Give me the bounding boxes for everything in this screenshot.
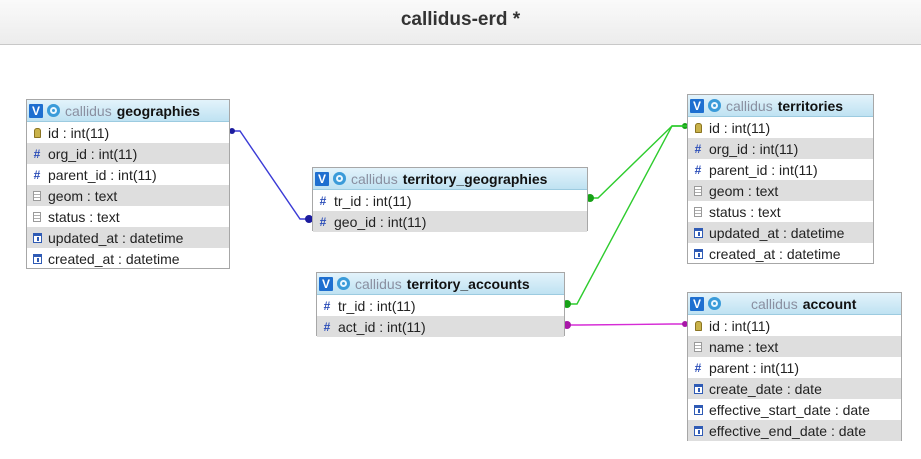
hash-icon: # — [33, 146, 41, 161]
db-name: callidus — [355, 275, 402, 292]
column-row[interactable]: #parent_id : int(11) — [694, 161, 818, 178]
db-name: callidus — [726, 97, 773, 114]
db-name: callidus — [351, 170, 398, 187]
column-row[interactable]: #parent_id : int(11) — [33, 166, 157, 183]
hash-icon: # — [319, 214, 327, 229]
hash-icon: # — [694, 360, 702, 375]
table-header[interactable]: V callidus territory_accounts — [317, 273, 564, 295]
table-header[interactable]: V callidus territories — [688, 95, 873, 117]
column-row[interactable]: id : int(11) — [688, 117, 873, 138]
hash-icon: # — [33, 167, 41, 182]
table-territory-geographies[interactable]: V callidus territory_geographies #tr_id … — [312, 167, 588, 232]
text-icon — [693, 341, 703, 353]
datetime-icon — [693, 383, 703, 395]
toggle-view-icon[interactable]: V — [690, 296, 704, 311]
table-territories[interactable]: V callidus territories id : int(11) #org… — [687, 94, 874, 264]
table-name: geographies — [116, 102, 200, 119]
table-territory-accounts[interactable]: V callidus territory_accounts #tr_id : i… — [316, 272, 565, 337]
hash-icon: # — [323, 298, 331, 313]
toggle-view-icon[interactable]: V — [315, 171, 329, 186]
relation-end-dot — [563, 321, 571, 329]
hash-icon: # — [323, 319, 331, 334]
relation-end-dot — [563, 300, 571, 308]
relation-end-dot — [229, 128, 235, 134]
relation-end-dot — [682, 321, 688, 327]
datetime-icon — [32, 253, 42, 265]
toggle-view-icon[interactable]: V — [690, 98, 704, 113]
table-header[interactable]: V callidus territory_geographies — [313, 168, 587, 190]
key-icon — [32, 127, 42, 139]
datetime-icon — [32, 232, 42, 244]
text-icon — [32, 190, 42, 202]
column-row[interactable]: updated_at : datetime — [688, 222, 873, 243]
toggle-view-icon[interactable]: V — [29, 103, 43, 118]
relation-end-dot — [305, 215, 313, 223]
column-row[interactable]: effective_start_date : date — [688, 399, 901, 420]
column-row[interactable]: #org_id : int(11) — [27, 143, 229, 164]
column-row[interactable]: status : text — [688, 201, 873, 222]
datetime-icon — [693, 227, 703, 239]
gear-icon[interactable] — [337, 277, 350, 290]
column-row[interactable]: geom : text — [27, 185, 229, 206]
relation-account-territory-accounts[interactable] — [565, 323, 687, 326]
table-name: territory_accounts — [406, 275, 530, 292]
hash-icon: # — [694, 141, 702, 156]
column-row[interactable]: #parent : int(11) — [694, 359, 800, 376]
gear-icon[interactable] — [708, 99, 721, 112]
hash-icon: # — [694, 162, 702, 177]
gear-icon[interactable] — [708, 297, 721, 310]
table-header[interactable]: V callidus account — [688, 293, 901, 315]
column-row[interactable]: id : int(11) — [688, 315, 901, 336]
column-row[interactable]: effective_end_date : date — [688, 420, 901, 441]
column-row[interactable]: created_at : datetime — [688, 243, 873, 264]
relation-end-dot — [586, 194, 594, 202]
title-bar: callidus-erd * — [0, 0, 921, 45]
datetime-icon — [693, 248, 703, 260]
table-name: territory_geographies — [402, 170, 548, 187]
relation-geographies-territory-geographies[interactable] — [230, 130, 312, 220]
column-row[interactable]: status : text — [27, 206, 229, 227]
toggle-view-icon[interactable]: V — [319, 276, 333, 291]
db-name: callidus — [65, 102, 112, 119]
column-row[interactable]: updated_at : datetime — [27, 227, 229, 248]
text-icon — [32, 211, 42, 223]
text-icon — [693, 206, 703, 218]
key-icon — [693, 320, 703, 332]
column-row[interactable]: #tr_id : int(11) — [323, 297, 416, 314]
column-row[interactable]: id : int(11) — [27, 122, 229, 143]
key-icon — [693, 122, 703, 134]
column-row[interactable]: #tr_id : int(11) — [319, 192, 412, 209]
column-row[interactable]: create_date : date — [688, 378, 901, 399]
table-geographies[interactable]: V callidus geographies id : int(11) #org… — [26, 99, 230, 269]
table-header[interactable]: V callidus geographies — [27, 100, 229, 122]
column-row[interactable]: created_at : datetime — [27, 248, 229, 269]
table-account[interactable]: V callidus account id : int(11) name : t… — [687, 292, 902, 441]
column-row[interactable]: geom : text — [688, 180, 873, 201]
text-icon — [693, 185, 703, 197]
column-row[interactable]: name : text — [688, 336, 901, 357]
column-row[interactable]: #act_id : int(11) — [317, 316, 564, 337]
column-row[interactable]: #org_id : int(11) — [688, 138, 873, 159]
table-name: territories — [777, 97, 844, 114]
relation-territories-territory-geographies[interactable] — [588, 125, 687, 199]
column-row[interactable]: #geo_id : int(11) — [313, 211, 587, 232]
gear-icon[interactable] — [47, 104, 60, 117]
datetime-icon — [693, 404, 703, 416]
hash-icon: # — [319, 193, 327, 208]
datetime-icon — [693, 425, 703, 437]
gear-icon[interactable] — [333, 172, 346, 185]
table-name: account — [802, 295, 857, 312]
window-title: callidus-erd * — [400, 9, 521, 30]
db-name: callidus — [751, 295, 798, 312]
